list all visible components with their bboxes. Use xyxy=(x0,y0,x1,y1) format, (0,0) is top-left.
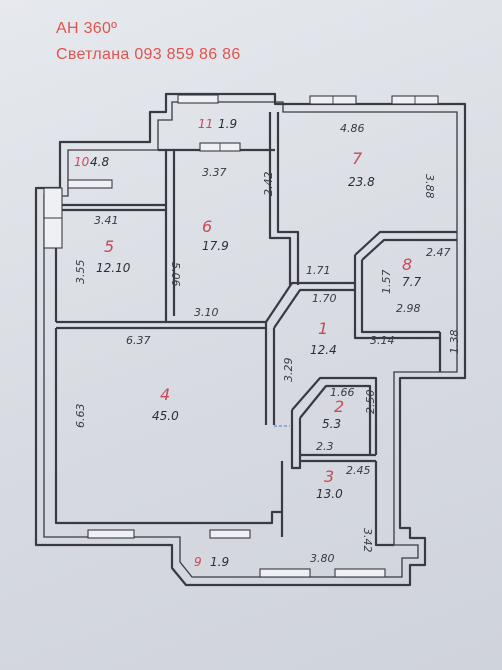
dim-r8-top: 2.47 xyxy=(426,246,451,259)
dim-r1-small: 1.38 xyxy=(448,330,461,355)
outer-walls xyxy=(34,92,467,587)
windows xyxy=(43,94,439,578)
room-number-1: 1 xyxy=(318,319,328,338)
window-room-10 xyxy=(67,179,113,189)
dim-r5-left: 3.55 xyxy=(74,260,87,285)
watermark-agency: АН 360º xyxy=(56,20,118,37)
room-area-8: 7.7 xyxy=(402,275,421,289)
room-area-5: 12.10 xyxy=(96,261,131,275)
dim-r6-bottom: 3.10 xyxy=(194,306,219,319)
room-number-9: 9 xyxy=(194,555,202,569)
dim-r8-bottom: 2.98 xyxy=(396,302,421,315)
dim-r3-top: 2.45 xyxy=(346,464,371,477)
dim-r6-left: 5.06 xyxy=(169,262,182,287)
dim-r4-top: 6.37 xyxy=(126,334,151,347)
dim-r8-left: 1.57 xyxy=(380,270,393,295)
room-number-5: 5 xyxy=(104,237,114,256)
dim-r5-top: 3.41 xyxy=(94,214,119,227)
dim-r7-top: 4.86 xyxy=(340,122,365,135)
window-room-4-bottom-2 xyxy=(209,529,251,539)
room-area-11: 1.9 xyxy=(218,117,237,131)
room-number-4: 4 xyxy=(160,385,170,404)
dim-r2-right: 2.50 xyxy=(364,390,377,415)
window-room-9 xyxy=(259,568,311,578)
dim-r6-top: 3.37 xyxy=(202,166,227,179)
room-number-7: 7 xyxy=(352,149,363,168)
dim-corr-a: 1.71 xyxy=(306,264,331,277)
dim-r3-bottom: 3.80 xyxy=(310,552,335,565)
dim-r3-right: 3.42 xyxy=(361,528,374,553)
internal-walls xyxy=(54,112,457,547)
room-number-8: 8 xyxy=(402,255,412,274)
room-number-10: 10 xyxy=(74,155,90,169)
room-area-6: 17.9 xyxy=(202,239,229,253)
room-area-9: 1.9 xyxy=(210,555,229,569)
dim-r2-bottom: 2.3 xyxy=(316,440,334,453)
window-room-4-bottom xyxy=(87,529,135,539)
room-number-2: 2 xyxy=(334,397,344,416)
room-area-3: 13.0 xyxy=(316,487,343,501)
dim-r2-top: 1.66 xyxy=(330,386,355,399)
room-number-11: 11 xyxy=(198,117,213,131)
dim-corr-b: 1.70 xyxy=(312,292,337,305)
dimension-labels: 4.86 3.88 3.37 2.42 3.41 3.55 5.06 2.47 … xyxy=(74,122,461,565)
watermark-contact: Светлана 093 859 86 86 xyxy=(56,46,241,63)
dim-r4-left: 6.63 xyxy=(74,404,87,429)
window-room-3 xyxy=(334,568,386,578)
dim-r1-right: 3.14 xyxy=(370,334,395,347)
room-number-3: 3 xyxy=(324,467,334,486)
dim-r7-right: 3.88 xyxy=(423,174,436,199)
room-number-6: 6 xyxy=(202,217,212,236)
dim-r6-wall: 2.42 xyxy=(262,172,275,197)
room-area-10: 4.8 xyxy=(90,155,109,169)
window-room-11 xyxy=(177,94,219,104)
room-area-4: 45.0 xyxy=(152,409,179,423)
room-area-2: 5.3 xyxy=(322,417,341,431)
dim-r1-left: 3.29 xyxy=(282,358,295,383)
room-areas: 12.4 5.3 13.0 45.0 12.10 17.9 23.8 7.7 1… xyxy=(90,117,421,569)
room-numbers: 1 2 3 4 5 6 7 8 9 10 11 xyxy=(74,117,412,569)
room-area-1: 12.4 xyxy=(310,343,337,357)
room-area-7: 23.8 xyxy=(348,175,375,189)
